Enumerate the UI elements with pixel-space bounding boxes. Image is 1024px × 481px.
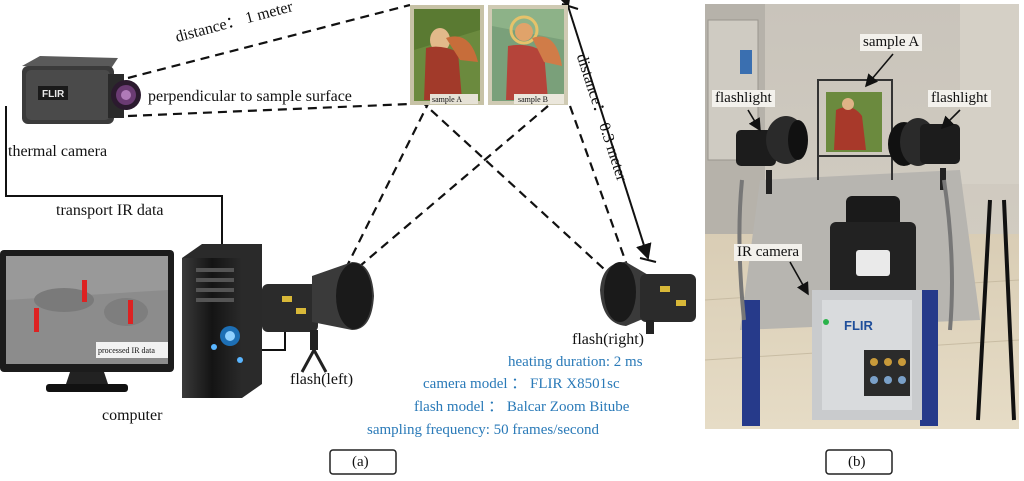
panel-a: FLIR sample A sample B — [0, 0, 696, 475]
sample-a-painting: sample A — [410, 5, 484, 105]
spec-sampling-frequency: sampling frequency: 50 frames/second — [367, 422, 600, 438]
data-cable — [5, 106, 223, 244]
sample-b-painting: sample B — [488, 5, 568, 105]
photo-camera-brand: FLIR — [844, 318, 873, 333]
flash-right-device — [600, 262, 696, 334]
photo-sample-frame — [817, 79, 893, 180]
computer-tower — [182, 244, 262, 398]
photo-flashlight-right — [888, 118, 960, 331]
spec-flash-model: flash model ： Balcar Zoom Bitube — [414, 399, 630, 415]
computer-label: computer — [102, 407, 163, 424]
thermal-camera-brand: FLIR — [42, 89, 65, 100]
panel-b-photo: FLIR — [705, 4, 1019, 475]
photo-flashlight-left-label: flashlight — [712, 90, 775, 107]
flash-left-device — [262, 262, 374, 373]
photo-arrows — [747, 53, 961, 296]
photo-ir-camera-label: IR camera — [734, 244, 803, 261]
computer-monitor: processed IR data — [0, 250, 174, 392]
photo-flashlight-right-label: flashlight — [928, 90, 991, 107]
caption-b: (b) — [848, 454, 866, 470]
sample-a-tag: sample A — [432, 95, 462, 104]
flash-right-label: flash(right) — [572, 331, 644, 348]
transport-ir-label: transport IR data — [56, 202, 164, 219]
caption-a: (a) — [352, 454, 369, 470]
photo-ir-camera: FLIR — [812, 196, 922, 420]
photo-sample-a-label: sample A — [860, 34, 923, 51]
thermal-camera-label: thermal camera — [8, 143, 108, 160]
perpendicular-label: perpendicular to sample surface — [148, 88, 352, 105]
spec-heating-duration: heating duration: 2 ms — [508, 354, 643, 370]
distance-arrow — [556, 0, 657, 263]
flash-left-label: flash(left) — [290, 371, 354, 388]
thermal-camera: FLIR — [22, 56, 141, 124]
spec-camera-model: camera model ： FLIR X8501sc — [423, 376, 620, 392]
caption-a-box — [329, 449, 397, 475]
processed-ir-tag: processed IR data — [98, 346, 155, 355]
tower-flash-cable — [262, 330, 286, 351]
caption-b-box — [825, 449, 893, 475]
sample-b-tag: sample B — [518, 95, 548, 104]
